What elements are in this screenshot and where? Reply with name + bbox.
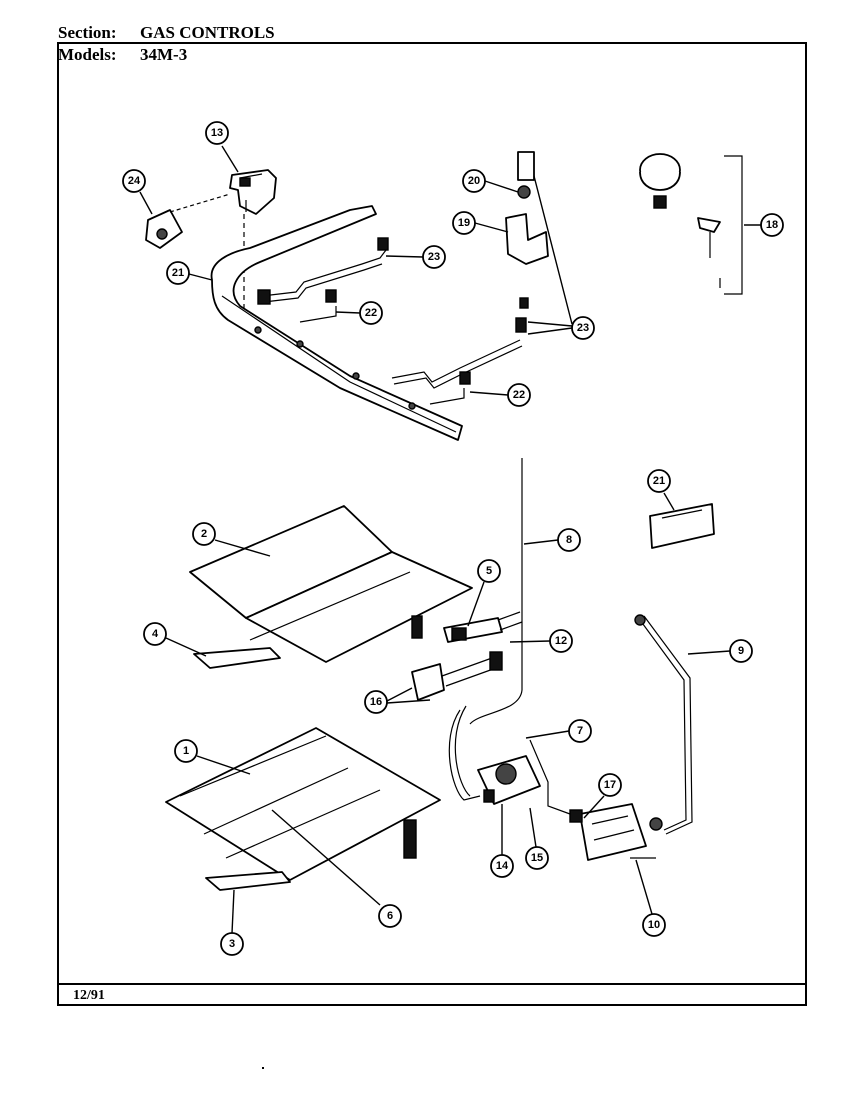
valve-14 bbox=[477, 755, 541, 805]
callout-16: 16 bbox=[364, 687, 431, 714]
callout-4: 4 bbox=[143, 622, 207, 657]
callout-22b: 22 bbox=[469, 383, 531, 407]
orifice-lower bbox=[429, 371, 471, 405]
svg-text:20: 20 bbox=[468, 175, 480, 187]
callout-23a: 23 bbox=[385, 245, 446, 269]
svg-text:16: 16 bbox=[370, 696, 382, 708]
callout-18: 18 bbox=[744, 213, 784, 237]
gas-tube-9 bbox=[634, 614, 693, 835]
callout-9: 9 bbox=[687, 639, 753, 663]
models-value: 34M-3 bbox=[140, 45, 188, 64]
spark-module-part bbox=[145, 193, 231, 249]
spreader-plate-upper bbox=[189, 505, 473, 663]
callout-layer: 13 24 21 23 22 20 19 18 23 22 8 21 2 5 1… bbox=[122, 121, 784, 956]
callout-23b: 23 bbox=[527, 175, 595, 340]
svg-text:14: 14 bbox=[496, 860, 509, 872]
callout-7: 7 bbox=[525, 719, 592, 743]
svg-text:6: 6 bbox=[387, 910, 393, 922]
svg-text:3: 3 bbox=[229, 938, 235, 950]
svg-text:23: 23 bbox=[428, 251, 440, 263]
callout-13: 13 bbox=[205, 121, 239, 173]
orifice-upper bbox=[299, 289, 337, 323]
callout-20: 20 bbox=[462, 169, 519, 193]
svg-text:17: 17 bbox=[604, 779, 616, 791]
callout-6: 6 bbox=[271, 809, 402, 928]
scan-artifact bbox=[262, 1067, 264, 1069]
diagram-frame: 12/91 bbox=[57, 42, 807, 1006]
section-title: GAS CONTROLS bbox=[140, 23, 275, 42]
footer-divider bbox=[59, 983, 805, 985]
burner-tube-upper bbox=[257, 237, 389, 305]
gas-tube-7 bbox=[448, 705, 571, 815]
svg-text:9: 9 bbox=[738, 645, 744, 657]
support-bracket-upper bbox=[193, 647, 281, 669]
svg-text:13: 13 bbox=[211, 127, 223, 139]
svg-text:18: 18 bbox=[766, 219, 778, 231]
callout-14: 14 bbox=[490, 804, 514, 878]
callout-21b: 21 bbox=[647, 469, 675, 511]
callout-1: 1 bbox=[174, 739, 251, 775]
callout-8: 8 bbox=[523, 528, 581, 552]
models-label: Models: bbox=[58, 45, 117, 64]
gas-line-8 bbox=[469, 458, 523, 725]
terminal-block-part bbox=[649, 503, 715, 549]
igniter-switch-part bbox=[229, 169, 277, 215]
callout-10: 10 bbox=[635, 859, 666, 937]
bracket-part bbox=[505, 151, 549, 265]
svg-text:12: 12 bbox=[555, 635, 567, 647]
pressure-regulator-17 bbox=[569, 803, 656, 861]
bracket-line bbox=[724, 155, 743, 295]
igniter-part bbox=[443, 611, 523, 643]
burner-tube-lower bbox=[391, 297, 529, 389]
spreader-plate-lower bbox=[165, 727, 441, 881]
svg-text:21: 21 bbox=[653, 475, 665, 487]
callout-24: 24 bbox=[122, 169, 153, 215]
svg-text:24: 24 bbox=[128, 175, 141, 187]
support-bracket-lower bbox=[205, 871, 291, 891]
svg-text:15: 15 bbox=[531, 852, 543, 864]
callout-17: 17 bbox=[583, 773, 622, 819]
callout-21a: 21 bbox=[166, 261, 213, 285]
section-label: Section: bbox=[58, 23, 117, 42]
svg-text:19: 19 bbox=[458, 217, 470, 229]
svg-text:4: 4 bbox=[152, 628, 159, 640]
burner-orifice-16 bbox=[411, 651, 503, 701]
callout-3: 3 bbox=[220, 889, 244, 956]
svg-text:2: 2 bbox=[201, 528, 207, 540]
thermostat-knob-part bbox=[639, 153, 743, 295]
svg-text:7: 7 bbox=[577, 725, 583, 737]
svg-text:5: 5 bbox=[486, 565, 492, 577]
svg-text:8: 8 bbox=[566, 534, 572, 546]
svg-text:22: 22 bbox=[365, 307, 377, 319]
svg-text:10: 10 bbox=[648, 919, 660, 931]
svg-text:23: 23 bbox=[577, 322, 589, 334]
callout-15: 15 bbox=[525, 807, 549, 870]
footer-date: 12/91 bbox=[73, 988, 105, 1003]
callout-12: 12 bbox=[509, 629, 573, 653]
callout-2: 2 bbox=[192, 522, 271, 557]
svg-text:1: 1 bbox=[183, 745, 189, 757]
manifold-rail-part bbox=[210, 205, 463, 441]
callout-22a: 22 bbox=[335, 301, 383, 325]
callout-5: 5 bbox=[467, 559, 501, 627]
svg-text:22: 22 bbox=[513, 389, 525, 401]
svg-text:21: 21 bbox=[172, 267, 184, 279]
callout-19: 19 bbox=[452, 211, 509, 235]
